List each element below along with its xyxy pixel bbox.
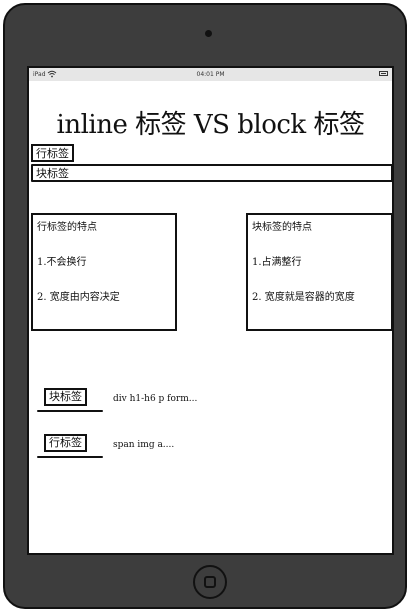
block-tag-demo: 块标签 xyxy=(31,164,392,182)
inline-features-note: 行标签的特点 1.不会换行 2. 宽度由内容决定 xyxy=(31,213,177,331)
wifi-icon xyxy=(47,70,57,78)
inline-feature-2: 2. 宽度由内容决定 xyxy=(37,292,120,303)
home-button-icon[interactable] xyxy=(193,565,227,599)
block-example-label: 块标签 xyxy=(44,388,87,406)
home-button-square xyxy=(204,576,216,588)
block-features-note: 块标签的特点 1.占满整行 2. 宽度就是容器的宽度 xyxy=(246,213,392,331)
inline-features-title: 行标签的特点 xyxy=(37,222,97,233)
block-example-text: div h1-h6 p form... xyxy=(113,394,198,404)
status-time: 04:01 PM xyxy=(196,71,225,78)
ipad-device-frame: iPad 04:01 PM inline 标签 VS block 标签 行标签 … xyxy=(3,3,407,609)
inline-example-text: span img a.... xyxy=(113,440,175,450)
inline-feature-1: 1.不会换行 xyxy=(37,257,87,268)
status-bar: iPad 04:01 PM xyxy=(29,68,392,81)
inline-tag-demo: 行标签 xyxy=(31,144,74,162)
screen: iPad 04:01 PM inline 标签 VS block 标签 行标签 … xyxy=(27,66,394,555)
block-features-title: 块标签的特点 xyxy=(252,222,312,233)
block-example-underline xyxy=(37,410,103,412)
camera-icon xyxy=(205,30,212,37)
block-feature-2: 2. 宽度就是容器的宽度 xyxy=(252,292,355,303)
inline-example-underline xyxy=(37,456,103,458)
page-title: inline 标签 VS block 标签 xyxy=(56,110,365,140)
carrier-label: iPad xyxy=(33,71,46,78)
block-feature-1: 1.占满整行 xyxy=(252,257,302,268)
inline-example-label: 行标签 xyxy=(44,434,87,452)
battery-icon xyxy=(379,71,388,76)
